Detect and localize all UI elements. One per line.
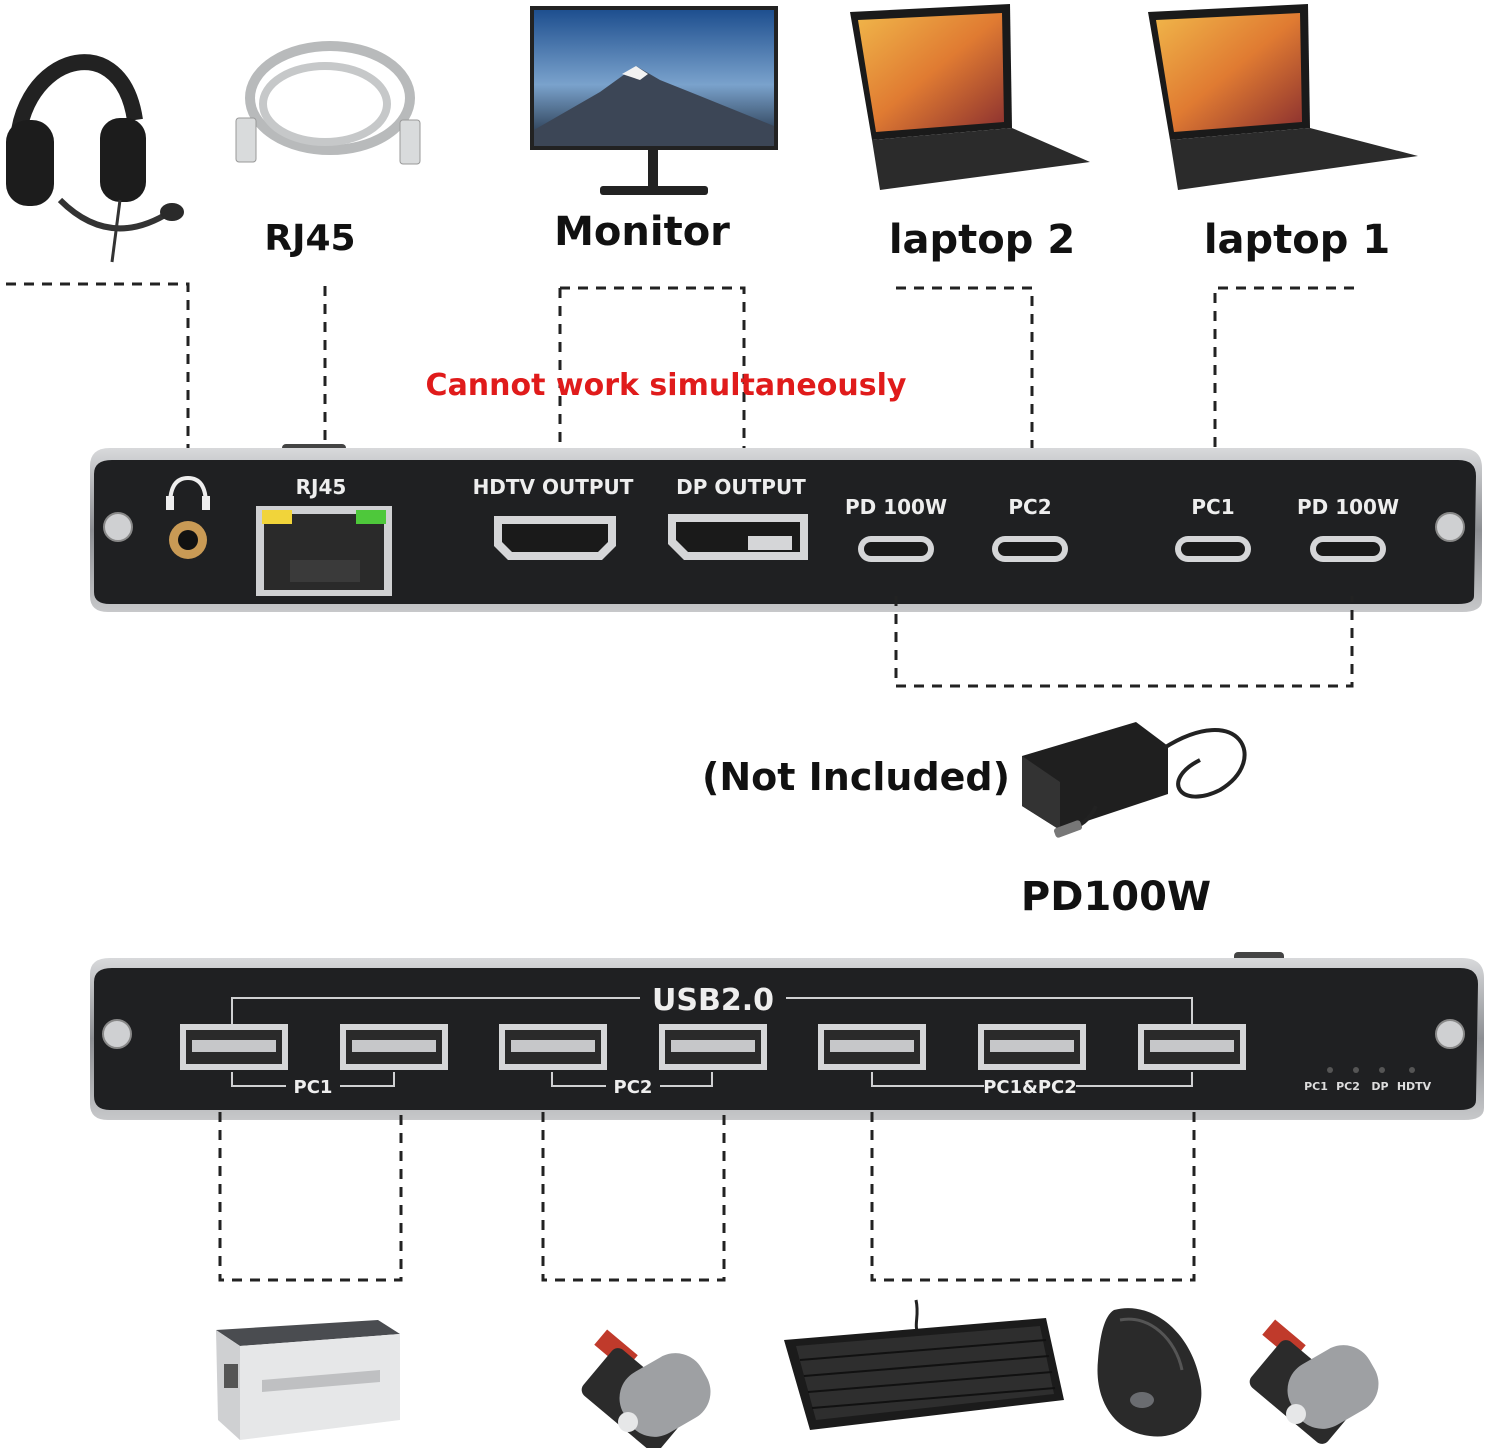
- status-leds: PC1 PC2 DP HDTV: [1304, 1067, 1432, 1093]
- laptop-2-label: laptop 2: [889, 217, 1075, 263]
- usb-title-bracket: [231, 997, 1193, 1024]
- group-pc1-label: PC1: [294, 1077, 333, 1098]
- warning-text: Cannot work simultaneously: [426, 368, 907, 403]
- usb-a-port: [818, 1024, 926, 1070]
- audio-jack: [166, 475, 210, 559]
- usb-a-port: [499, 1024, 607, 1070]
- keyboard-icon: [784, 1299, 1064, 1430]
- usb-a-port: [180, 1024, 288, 1070]
- dp-output-label: DP OUTPUT: [676, 475, 806, 499]
- printer-icon: [216, 1320, 400, 1440]
- rj45-device-label: RJ45: [264, 218, 355, 259]
- pd-right-label: PD 100W: [1297, 495, 1399, 519]
- displayport-port: [668, 514, 808, 560]
- power-adapter-icon: [1022, 722, 1247, 838]
- headphone-glyph-icon: [168, 475, 208, 506]
- pc1-port-label: PC1: [1191, 495, 1234, 519]
- led-label: HDTV: [1397, 1080, 1432, 1093]
- usb-c-port-pd-right: [1310, 536, 1386, 562]
- usb-group-brackets: [231, 1072, 1193, 1087]
- usb-flash-drive-icon: [581, 1329, 711, 1448]
- front-rj45-label: RJ45: [296, 475, 347, 499]
- usb-a-port: [1138, 1024, 1246, 1070]
- usb-title: USB2.0: [652, 983, 774, 1018]
- led-label: DP: [1371, 1080, 1388, 1093]
- pd-left-label: PD 100W: [845, 495, 947, 519]
- led-indicator: [1379, 1067, 1385, 1073]
- monitor-icon: [530, 6, 778, 195]
- hdtv-output-label: HDTV OUTPUT: [473, 475, 634, 499]
- led-label: PC2: [1336, 1080, 1360, 1093]
- not-included-label: (Not Included): [702, 755, 1010, 799]
- pd100w-label: PD100W: [1021, 874, 1211, 920]
- hdmi-port: [494, 516, 616, 560]
- group-pc2-label: PC2: [614, 1077, 653, 1098]
- monitor-device-label: Monitor: [554, 209, 730, 255]
- rj45-port: [256, 506, 392, 596]
- pc2-port-label: PC2: [1008, 495, 1051, 519]
- usb-a-port: [340, 1024, 448, 1070]
- group-both-label: PC1&PC2: [983, 1077, 1077, 1098]
- ethernet-cable-icon: [235, 41, 421, 165]
- bottom-connector-lines: [218, 1112, 1196, 1282]
- led-indicator: [1353, 1067, 1359, 1073]
- pd-connector-line: [894, 596, 1354, 688]
- led-indicator: [1327, 1067, 1333, 1073]
- led-indicator: [1409, 1067, 1415, 1073]
- usb-a-ports: [180, 1024, 1246, 1070]
- usb-c-port-pd-left: [858, 536, 934, 562]
- laptop-2-icon: [850, 4, 1090, 190]
- top-connector-lines: [6, 282, 1354, 460]
- usb-flash-drive-icon: [1249, 1319, 1379, 1444]
- usb-a-port: [659, 1024, 767, 1070]
- usb-a-port: [978, 1024, 1086, 1070]
- headset-icon: [6, 54, 184, 263]
- laptop-1-icon: [1148, 4, 1418, 190]
- led-label: PC1: [1304, 1080, 1328, 1093]
- laptop-1-label: laptop 1: [1204, 217, 1390, 263]
- mouse-icon: [1097, 1308, 1202, 1437]
- usb-c-port-pc1: [1175, 536, 1251, 562]
- usb-c-port-pc2: [992, 536, 1068, 562]
